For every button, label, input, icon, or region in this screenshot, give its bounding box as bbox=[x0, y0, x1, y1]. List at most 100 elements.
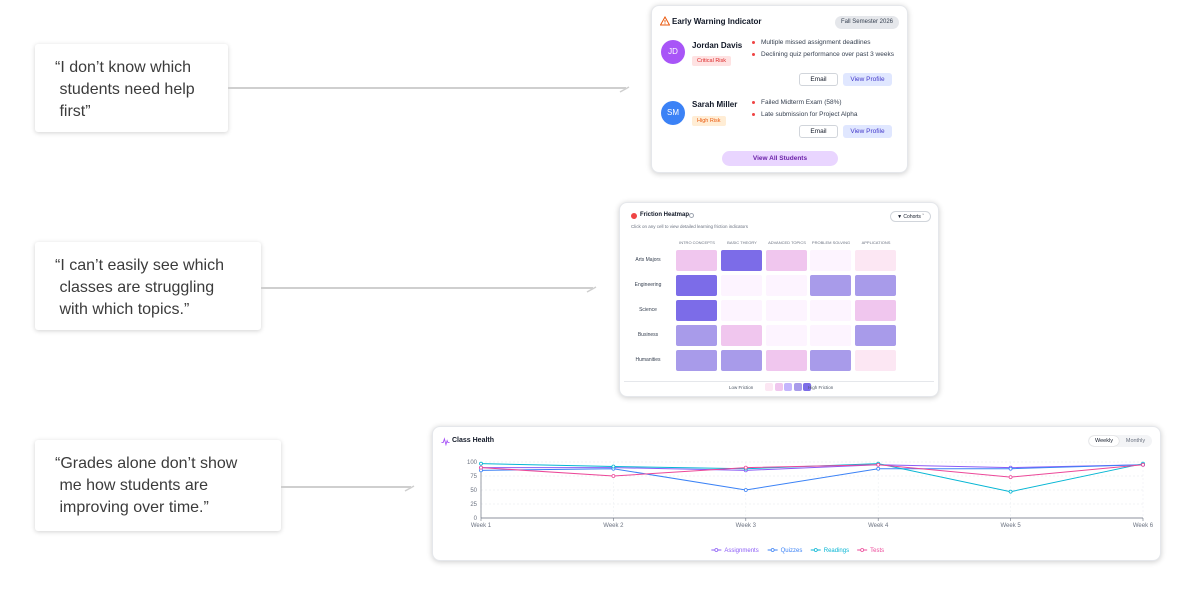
legend-swatch bbox=[784, 383, 792, 391]
warning-triangle-icon bbox=[660, 16, 670, 26]
connector-arrow-3 bbox=[281, 485, 415, 492]
heatmap-column-header: BASIC THEORY bbox=[727, 240, 757, 245]
heatmap-cell[interactable] bbox=[766, 325, 807, 346]
data-point-tests bbox=[743, 465, 748, 470]
data-point-readings bbox=[479, 461, 483, 466]
heatmap-cell[interactable] bbox=[676, 325, 717, 346]
heatmap-row-label: Arts Majors bbox=[635, 257, 661, 263]
data-point-readings bbox=[1008, 489, 1013, 494]
legend-marker-dot bbox=[770, 548, 775, 552]
early-warning-card: Early Warning Indicator Fall Semester 20… bbox=[651, 5, 908, 173]
tab-monthly[interactable]: Monthly bbox=[1125, 438, 1146, 444]
period-toggle: Weekly Monthly bbox=[1088, 435, 1152, 447]
data-point-readings bbox=[611, 464, 616, 469]
heatmap-cell[interactable] bbox=[766, 250, 807, 271]
view-all-students-button[interactable]: View All Students bbox=[722, 151, 838, 166]
avatar: SM bbox=[661, 101, 685, 125]
x-tick-label: Week 1 bbox=[471, 523, 492, 529]
data-point-tests bbox=[876, 462, 881, 467]
heatmap-cell[interactable] bbox=[676, 250, 717, 271]
heatmap-row-label: Humanities bbox=[635, 357, 661, 363]
series-line-assignments bbox=[481, 464, 1144, 471]
student-name[interactable]: Sarah Miller bbox=[692, 100, 738, 109]
friction-heatmap-card: Friction Heatmap Click on any cell to vi… bbox=[619, 202, 939, 397]
issue-item: Multiple missed assignment deadlines bbox=[752, 39, 897, 47]
legend-label: Tests bbox=[870, 548, 884, 554]
view-profile-button[interactable]: View Profile bbox=[843, 125, 892, 138]
connector-arrow-2 bbox=[261, 286, 597, 293]
y-tick-label: 50 bbox=[470, 488, 477, 494]
heatmap-cell[interactable] bbox=[676, 300, 717, 321]
issue-item: Declining quiz performance over past 3 w… bbox=[752, 51, 897, 59]
early-warning-title: Early Warning Indicator bbox=[672, 17, 762, 26]
quote-box-1: “I don’t know which students need help f… bbox=[35, 44, 228, 132]
heatmap-cell[interactable] bbox=[810, 325, 851, 346]
x-tick-label: Week 6 bbox=[1133, 523, 1154, 529]
legend-marker-dot bbox=[714, 548, 719, 552]
class-health-title: Class Health bbox=[452, 437, 495, 444]
legend-high-label: High Friction bbox=[808, 385, 834, 390]
heatmap-cell[interactable] bbox=[721, 300, 762, 321]
email-button[interactable]: Email bbox=[799, 125, 838, 138]
legend-swatch bbox=[765, 383, 773, 391]
cohorts-dropdown[interactable]: ▼ Cohorts ˇ bbox=[890, 211, 931, 222]
semester-badge[interactable]: Fall Semester 2026 bbox=[834, 16, 899, 29]
legend-label: Quizzes bbox=[781, 548, 803, 554]
heatmap-cell[interactable] bbox=[855, 300, 896, 321]
heatmap-column-header: ADVANCED TOPICS bbox=[768, 240, 806, 245]
series-line-quizzes bbox=[480, 464, 1144, 491]
chevron-down-icon: ˇ bbox=[920, 214, 924, 220]
data-point-tests bbox=[611, 474, 616, 478]
data-point-tests bbox=[1008, 475, 1013, 480]
heatmap-column-header: PROBLEM SOLVING bbox=[811, 240, 851, 245]
x-tick-label: Week 5 bbox=[1000, 523, 1021, 529]
heatmap-cell[interactable] bbox=[810, 350, 851, 371]
legend-marker-dot bbox=[813, 548, 818, 552]
status-dot-icon bbox=[631, 213, 637, 219]
heatmap-cell[interactable] bbox=[855, 275, 896, 296]
y-tick-label: 0 bbox=[474, 516, 478, 522]
heatmap-cell[interactable] bbox=[855, 250, 896, 271]
legend-low-label: Low Friction bbox=[729, 385, 754, 390]
y-tick-label: 100 bbox=[467, 460, 478, 466]
heatmap-cell[interactable] bbox=[676, 275, 717, 296]
data-point-quizzes bbox=[876, 466, 881, 471]
legend-swatch bbox=[803, 383, 811, 391]
legend-label: Assignments bbox=[724, 548, 758, 554]
heatmap-cell[interactable] bbox=[721, 350, 762, 371]
heatmap-cell[interactable] bbox=[766, 275, 807, 296]
student-name[interactable]: Jordan Davis bbox=[692, 41, 743, 50]
heatmap-cell[interactable] bbox=[766, 300, 807, 321]
divider bbox=[624, 381, 934, 382]
heatmap-cell[interactable] bbox=[855, 325, 896, 346]
info-icon[interactable] bbox=[689, 213, 694, 218]
x-tick-label: Week 4 bbox=[868, 523, 889, 529]
risk-badge: High Risk bbox=[692, 116, 726, 126]
heatmap-cell[interactable] bbox=[721, 275, 762, 296]
legend-marker-dot bbox=[860, 548, 865, 552]
tab-weekly[interactable]: Weekly bbox=[1089, 436, 1119, 446]
heatmap-cell[interactable] bbox=[766, 350, 807, 371]
heatmap-cell[interactable] bbox=[810, 300, 851, 321]
heatmap-cell[interactable] bbox=[676, 350, 717, 371]
cohorts-label: Cohorts bbox=[903, 214, 921, 220]
heatmap-cell[interactable] bbox=[810, 250, 851, 271]
heatmap-title: Friction Heatmap bbox=[640, 212, 690, 218]
quote-box-3: “Grades alone don’t show me how students… bbox=[35, 440, 281, 531]
email-button[interactable]: Email bbox=[799, 73, 838, 86]
connector-arrow-1 bbox=[228, 86, 630, 93]
view-profile-button[interactable]: View Profile bbox=[843, 73, 892, 86]
heatmap-cell[interactable] bbox=[810, 275, 851, 296]
legend-label: Readings bbox=[824, 548, 849, 554]
y-tick-label: 75 bbox=[470, 474, 477, 480]
filter-icon: ▼ bbox=[897, 214, 904, 220]
heatmap-cell[interactable] bbox=[721, 325, 762, 346]
y-tick-label: 25 bbox=[470, 502, 477, 508]
legend-swatch bbox=[793, 383, 802, 391]
legend-swatch bbox=[774, 383, 783, 391]
heatmap-cell[interactable] bbox=[855, 350, 896, 371]
heatmap-cell[interactable] bbox=[721, 250, 762, 271]
data-point-quizzes bbox=[1008, 466, 1013, 471]
